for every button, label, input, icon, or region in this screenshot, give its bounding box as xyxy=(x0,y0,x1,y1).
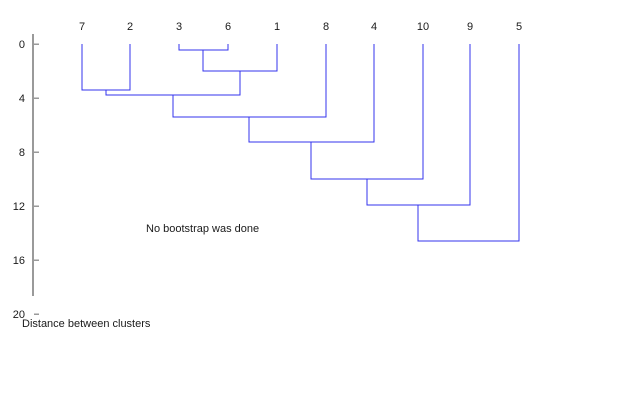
y-axis-tick-label: 20 xyxy=(13,309,25,321)
y-axis-tick-label: 8 xyxy=(19,147,25,159)
link-72-361 xyxy=(105,71,241,96)
leaf-label-7: 7 xyxy=(79,21,85,33)
link-c-9 xyxy=(366,44,471,206)
leaf-label-1: 1 xyxy=(274,21,280,33)
leaf-labels: 7 2 3 6 1 8 4 10 9 5 xyxy=(79,21,522,33)
bootstrap-annotation: No bootstrap was done xyxy=(146,223,259,235)
leaf-label-3: 3 xyxy=(176,21,182,33)
leaf-label-2: 2 xyxy=(127,21,133,33)
link-36-1 xyxy=(202,44,278,72)
leaf-label-6: 6 xyxy=(225,21,231,33)
leaf-label-8: 8 xyxy=(323,21,329,33)
leaf-label-4: 4 xyxy=(371,21,377,33)
link-3-6 xyxy=(178,44,229,51)
link-c-5 xyxy=(417,44,520,242)
y-axis-tick-label: 12 xyxy=(13,201,25,213)
y-axis-tick-label: 16 xyxy=(13,255,25,267)
leaf-label-5: 5 xyxy=(516,21,522,33)
link-7-2 xyxy=(81,44,131,91)
link-c-4 xyxy=(248,44,375,143)
link-c-10 xyxy=(310,44,424,180)
leaf-label-9: 9 xyxy=(467,21,473,33)
axis-caption: Distance between clusters xyxy=(22,318,151,330)
y-axis: 0 4 8 12 16 20 xyxy=(13,34,39,321)
link-left-8 xyxy=(172,44,327,118)
dendrogram-links xyxy=(81,44,520,242)
y-axis-tick-label: 0 xyxy=(19,39,25,51)
y-axis-tick-label: 4 xyxy=(19,93,25,105)
leaf-label-10: 10 xyxy=(417,21,429,33)
